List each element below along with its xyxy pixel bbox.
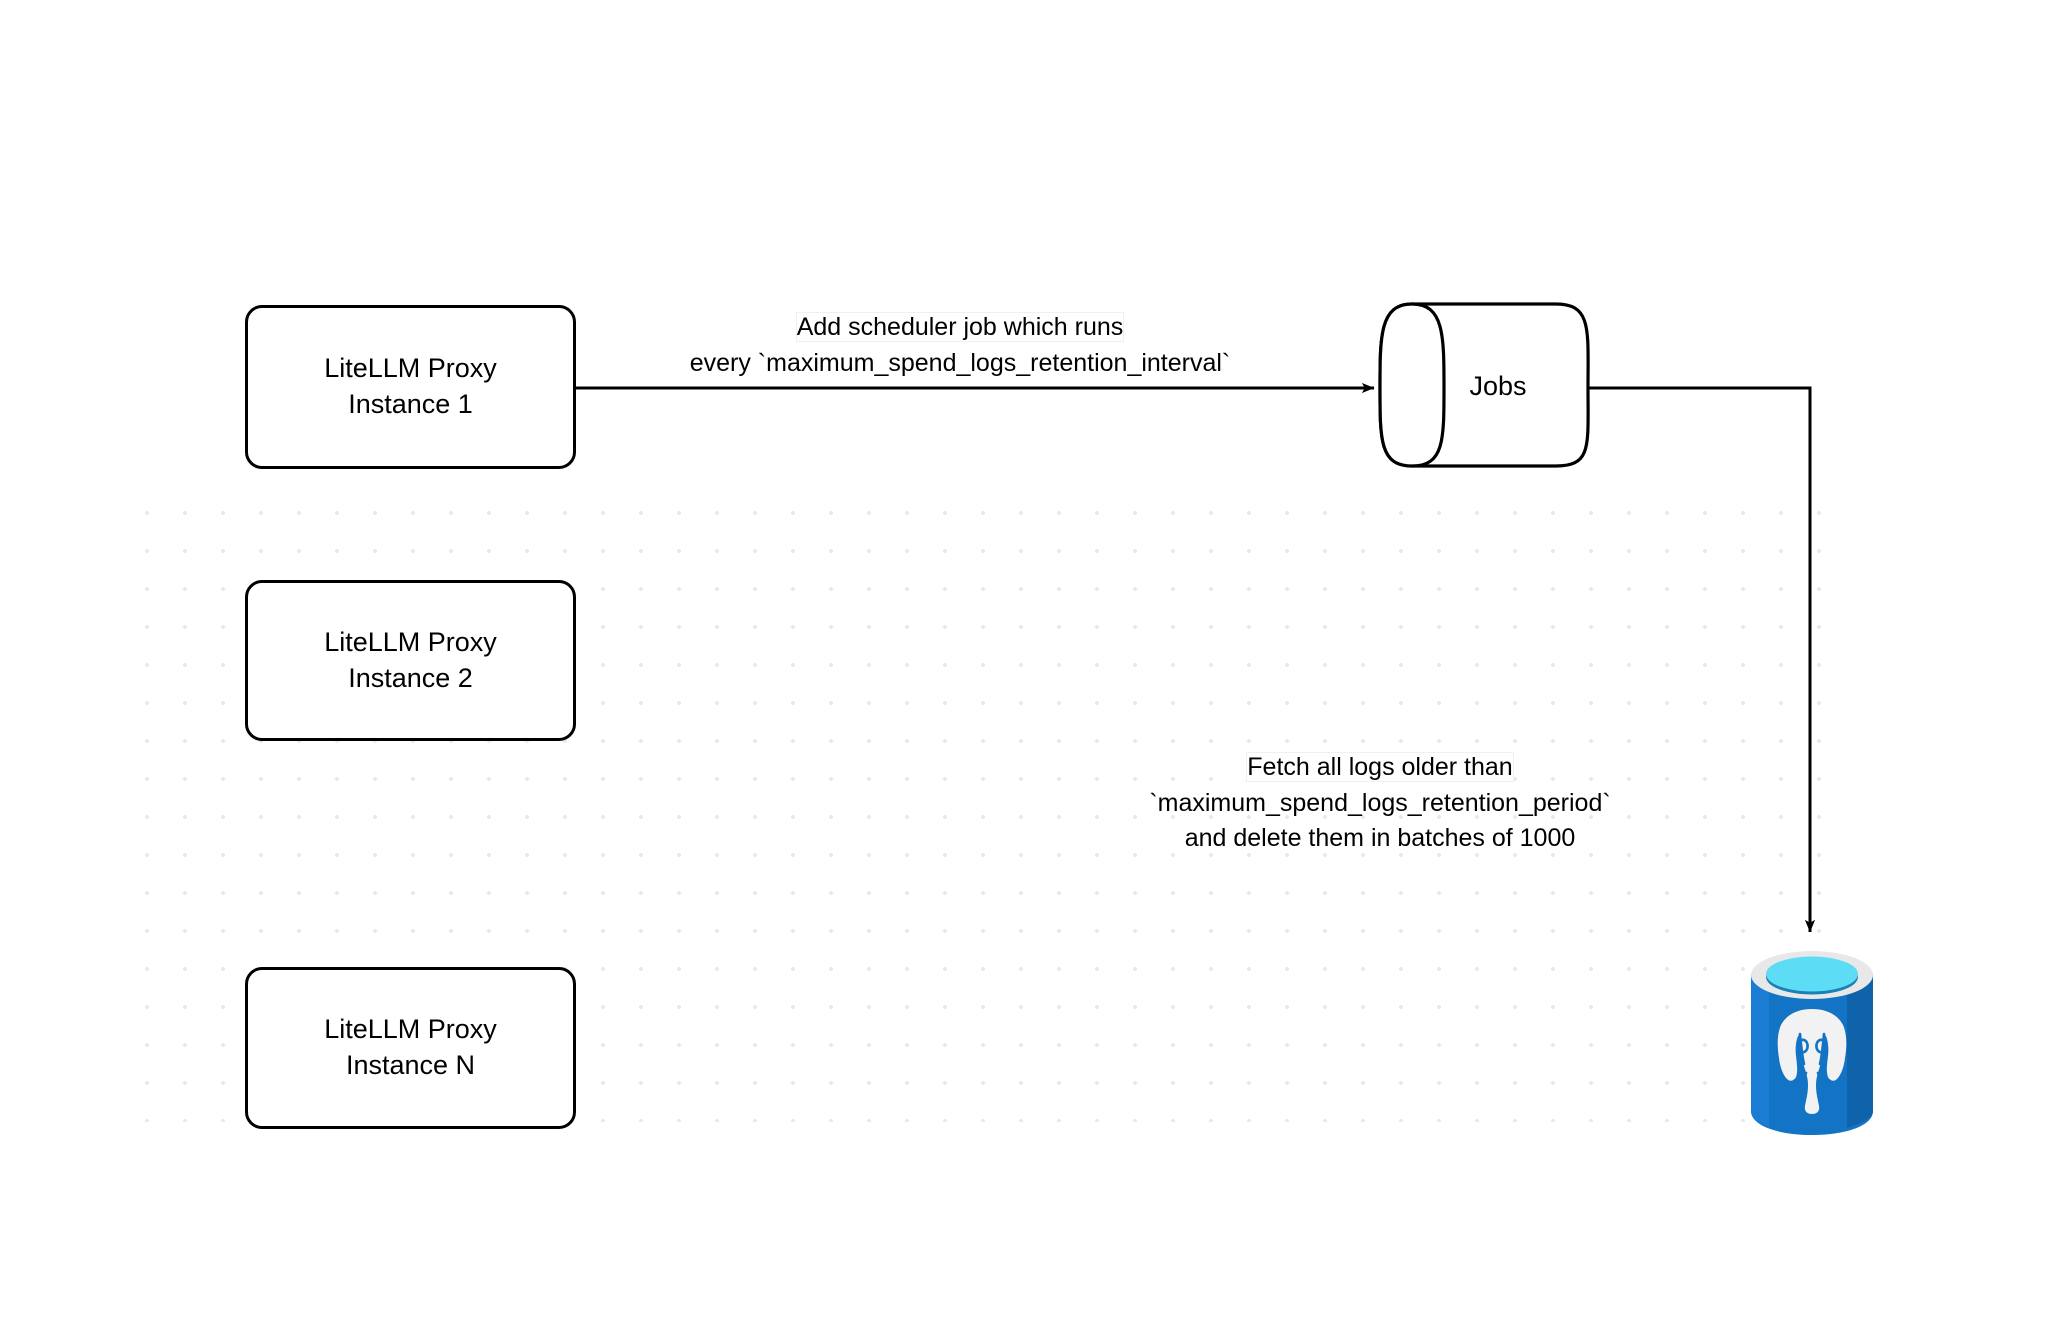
node-label-line1: LiteLLM Proxy [324,353,497,384]
database-body-highlight [1751,968,1769,1127]
node-litellm-proxy-instance-2[interactable]: LiteLLM Proxy Instance 2 [245,580,576,741]
edge-label-cleanup-line2: `maximum_spend_logs_retention_period` [1149,788,1611,817]
jobs-queue-cylinder [1378,302,1590,468]
node-litellm-proxy-instance-1[interactable]: LiteLLM Proxy Instance 1 [245,305,576,469]
postgresql-elephant-detail [1792,1032,1832,1083]
edge-label-scheduler-line2: every `maximum_spend_logs_retention_inte… [689,348,1231,377]
postgresql-elephant-icon [1777,1009,1847,1114]
node-label-line1: LiteLLM Proxy [324,626,497,657]
node-label-line2: Instance 2 [348,662,473,693]
node-label-line2: Instance 1 [348,389,473,419]
edge-label-scheduler: Add scheduler job which runs every `maxi… [610,310,1310,381]
node-label-line1: LiteLLM Proxy [324,1014,497,1045]
edge-label-cleanup: Fetch all logs older than `maximum_spend… [1090,750,1670,857]
database-body-shading [1847,968,1873,1128]
node-label-line2: Instance N [345,1050,476,1080]
edge-label-scheduler-line1: Add scheduler job which runs [796,313,1124,341]
node-label-jobs-queue: Jobs [1469,371,1527,401]
edge-jobs-to-database [1589,386,1816,933]
node-postgres-database[interactable] [1748,948,1876,1138]
database-top-surface [1766,956,1858,992]
edge-label-cleanup-line3: and delete them in batches of 1000 [1184,824,1576,852]
edge-label-cleanup-line1: Fetch all logs older than [1247,753,1513,781]
node-litellm-proxy-instance-n[interactable]: LiteLLM Proxy Instance N [245,967,576,1129]
